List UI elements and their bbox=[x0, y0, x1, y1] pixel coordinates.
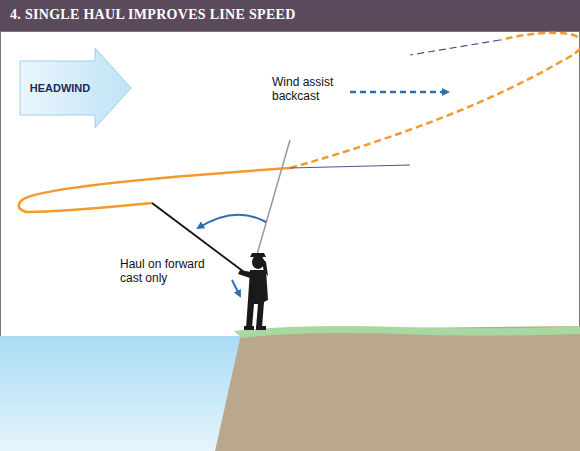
title: 4. SINGLE HAUL IMPROVES LINE SPEED bbox=[10, 7, 296, 23]
backcast-leader bbox=[410, 40, 500, 55]
node-text: HEADWIND bbox=[30, 82, 91, 94]
title-bar bbox=[0, 0, 580, 31]
grass bbox=[234, 326, 580, 338]
callout-label: Haul on forward cast only bbox=[120, 257, 220, 285]
bank bbox=[215, 326, 580, 451]
rod-back-position bbox=[256, 140, 290, 258]
wind-assist-arrow bbox=[350, 91, 448, 94]
wind-arrow bbox=[20, 48, 131, 128]
rod-motion-arrow bbox=[198, 215, 266, 228]
forward-leader bbox=[290, 165, 410, 168]
haul-arrow bbox=[232, 280, 240, 296]
frame bbox=[1, 32, 580, 451]
wind-arrow-label: HEADWIND bbox=[20, 61, 100, 115]
angler bbox=[238, 253, 268, 330]
water bbox=[0, 336, 242, 451]
callout-label: Wind assist backcast bbox=[272, 75, 344, 103]
backcast-loop bbox=[290, 33, 580, 168]
